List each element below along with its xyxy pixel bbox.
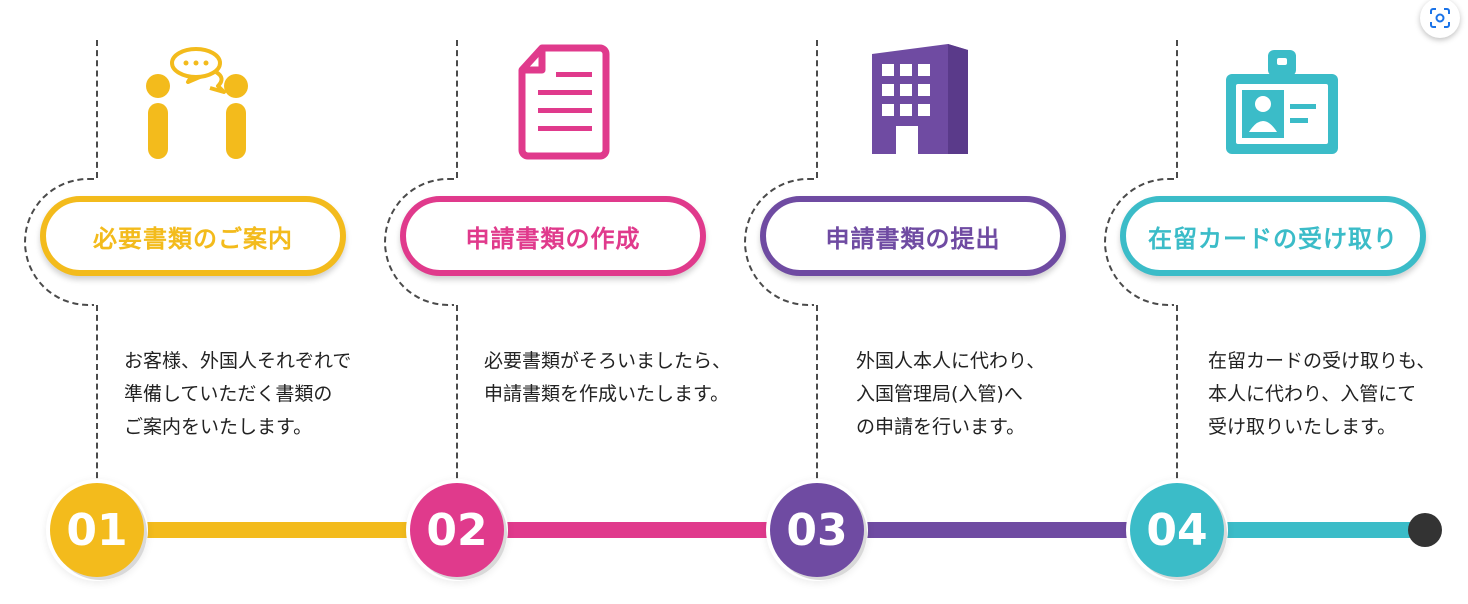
timeline-bar [1200,522,1414,538]
step-2-title: 申請書類の作成 [400,196,706,276]
step-1-number: 01 [50,483,144,577]
connector-line [456,305,458,488]
step-4-title: 在留カードの受け取り [1120,196,1426,276]
connector-line [96,40,98,178]
step-2-number: 02 [410,483,504,577]
document-icon [518,44,610,160]
step-3-description: 外国人本人に代わり、 入国管理局(入管)へ の申請を行います。 [856,350,1046,438]
step-4-number: 04 [1130,483,1224,577]
id-card-icon [1226,50,1338,154]
timeline-end-dot [1408,513,1442,547]
timeline-bar [840,522,1156,538]
visual-search-icon [1430,8,1450,28]
building-icon [872,44,968,154]
connector-line [96,305,98,488]
step-4-description: 在留カードの受け取りも、 本人に代わり、入管にて 受け取りいたします。 [1208,350,1436,438]
connector-line [456,40,458,178]
connector-line [1176,305,1178,488]
step-1-title: 必要書類のご案内 [40,196,346,276]
visual-search-button[interactable] [1420,0,1460,38]
connector-line [1176,40,1178,178]
step-3-number: 03 [770,483,864,577]
timeline-bar [120,522,436,538]
consultation-icon [146,47,248,159]
timeline-bar [480,522,796,538]
step-1-description: お客様、外国人それぞれで 準備していただく書類の ご案内をいたします。 [124,350,352,438]
step-3-title: 申請書類の提出 [760,196,1066,276]
step-2-description: 必要書類がそろいましたら、 申請書類を作成いたします。 [484,350,732,405]
connector-line [816,40,818,178]
connector-line [816,305,818,488]
